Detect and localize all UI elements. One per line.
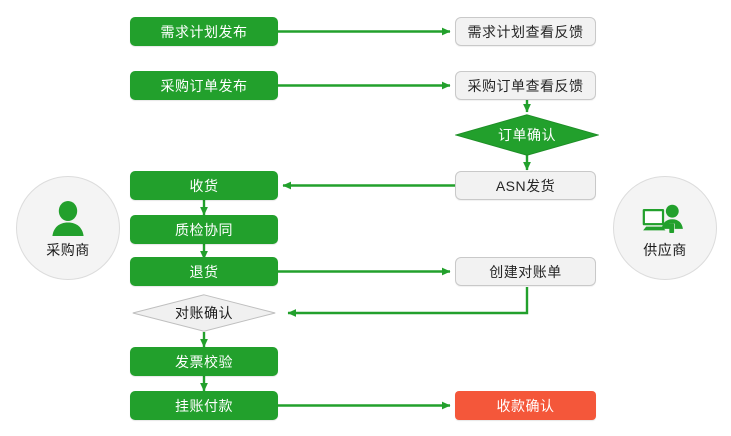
node-accrual-payment[interactable]: 挂账付款 <box>130 391 278 420</box>
node-demand-plan-view-feedback[interactable]: 需求计划查看反馈 <box>455 17 596 46</box>
node-label: ASN发货 <box>495 177 556 194</box>
diamond-shape <box>132 294 276 332</box>
node-demand-plan-publish[interactable]: 需求计划发布 <box>130 17 278 46</box>
person-at-computer-icon <box>642 204 683 233</box>
node-label: 采购订单查看反馈 <box>467 77 584 94</box>
actor-supplier-label: 供应商 <box>643 241 687 258</box>
node-quality-inspection[interactable]: 质检协同 <box>130 215 278 244</box>
node-label: 收货 <box>189 177 219 194</box>
actor-buyer-label: 采购商 <box>46 241 90 258</box>
node-invoice-verification[interactable]: 发票校验 <box>130 347 278 376</box>
node-label: 收款确认 <box>496 397 555 414</box>
node-receipt-confirm[interactable]: 收款确认 <box>455 391 596 420</box>
node-label: 需求计划发布 <box>160 23 248 40</box>
actor-buyer[interactable]: 采购商 <box>16 176 120 280</box>
node-receive-goods[interactable]: 收货 <box>130 171 278 200</box>
node-label: 对账确认 <box>175 305 233 321</box>
node-reconcile-confirm[interactable]: 对账确认 <box>132 294 276 332</box>
node-label: 退货 <box>189 263 219 280</box>
node-label: 采购订单发布 <box>160 77 248 94</box>
node-label: 挂账付款 <box>175 397 233 414</box>
person-icon <box>52 200 84 236</box>
node-order-confirm[interactable]: 订单确认 <box>455 114 599 156</box>
node-create-statement[interactable]: 创建对账单 <box>455 257 596 286</box>
node-label: 创建对账单 <box>489 263 562 280</box>
node-purchase-order-publish[interactable]: 采购订单发布 <box>130 71 278 100</box>
node-asn-shipment[interactable]: ASN发货 <box>455 171 596 200</box>
node-label: 需求计划查看反馈 <box>467 23 584 40</box>
edge-n10-n11 <box>287 287 529 317</box>
node-return-goods[interactable]: 退货 <box>130 257 278 286</box>
actor-supplier[interactable]: 供应商 <box>613 176 717 280</box>
node-label: 发票校验 <box>175 353 233 370</box>
node-label: 质检协同 <box>175 221 233 238</box>
node-purchase-order-view-feedback[interactable]: 采购订单查看反馈 <box>455 71 596 100</box>
node-label: 订单确认 <box>498 127 556 143</box>
